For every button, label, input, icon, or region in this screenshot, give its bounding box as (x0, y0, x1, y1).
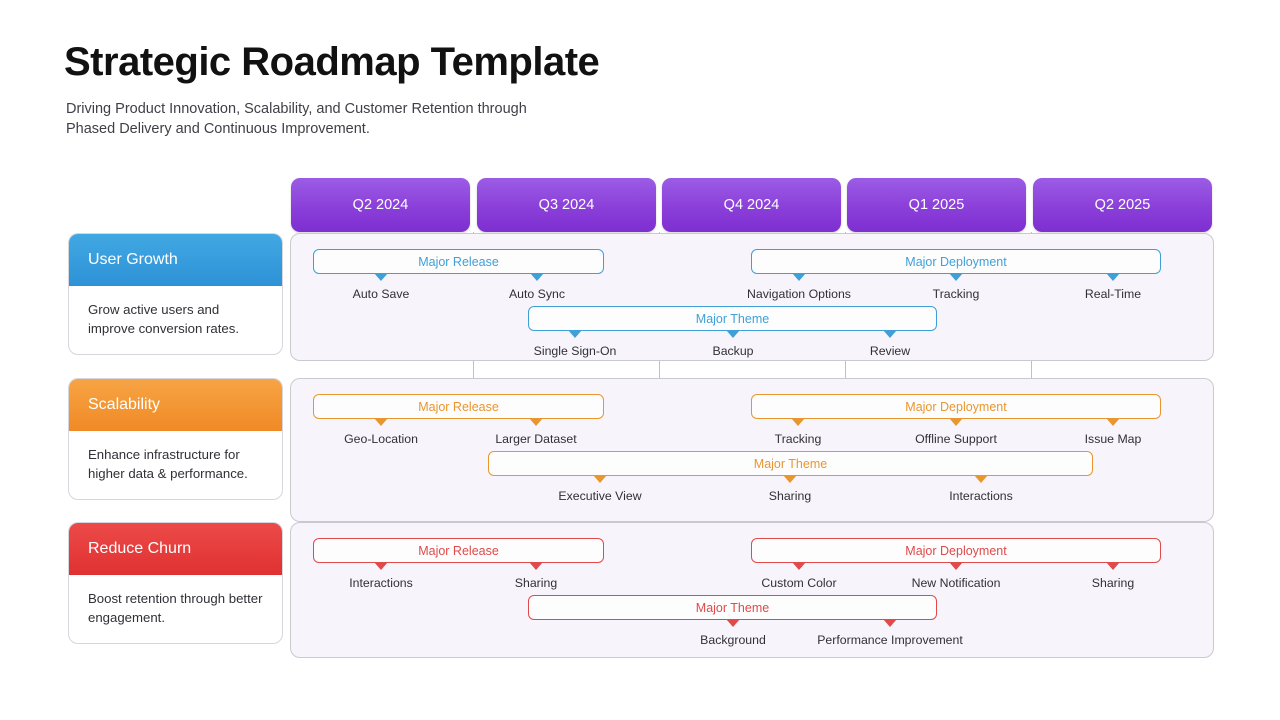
page-subtitle-line-2: Phased Delivery and Continuous Improveme… (66, 121, 370, 137)
milestone-arrow-icon (974, 475, 988, 483)
milestone-label: Real-Time (1084, 287, 1142, 301)
milestone-label: Auto Sync (508, 287, 566, 301)
category-title-scalability: Scalability (69, 379, 282, 431)
milestone-label: Tracking (932, 287, 980, 301)
milestone-arrow-icon (726, 330, 740, 338)
milestone-label: Offline Support (915, 432, 997, 446)
quarter-header-q4-2024[interactable]: Q4 2024 (662, 178, 841, 232)
category-description-reduce-churn: Boost retention through better engagemen… (88, 591, 263, 625)
milestone-label: Interactions (949, 489, 1013, 503)
milestone-bar-scalability-major-theme[interactable]: Major Theme (488, 451, 1093, 476)
page-title: Strategic Roadmap Template (64, 40, 600, 84)
category-title-reduce-churn: Reduce Churn (69, 523, 282, 575)
milestone-bar-reduce-churn-major-theme[interactable]: Major Theme (528, 595, 937, 620)
quarter-header-q2-2025[interactable]: Q2 2025 (1033, 178, 1212, 232)
milestone-arrow-icon (529, 418, 543, 426)
milestone-arrow-icon (783, 475, 797, 483)
milestone-label: Background (700, 633, 766, 647)
milestone-label: Navigation Options (747, 287, 851, 301)
milestone-label: Tracking (774, 432, 822, 446)
category-title-user-growth: User Growth (69, 234, 282, 286)
milestone-arrow-icon (883, 330, 897, 338)
milestone-arrow-icon (792, 273, 806, 281)
milestone-arrow-icon (883, 619, 897, 627)
milestone-label: Review (869, 344, 911, 358)
milestone-arrow-icon (568, 330, 582, 338)
milestone-label: Sharing (768, 489, 812, 503)
milestone-label: Executive View (558, 489, 642, 503)
milestone-label: Performance Improvement (817, 633, 963, 647)
milestone-arrow-icon (593, 475, 607, 483)
milestone-arrow-icon (1106, 273, 1120, 281)
quarter-header-q3-2024[interactable]: Q3 2024 (477, 178, 656, 232)
milestone-arrow-icon (1106, 562, 1120, 570)
milestone-arrow-icon (949, 273, 963, 281)
milestone-arrow-icon (791, 418, 805, 426)
milestone-bar-reduce-churn-major-release[interactable]: Major Release (313, 538, 604, 563)
milestone-label: Sharing (514, 576, 558, 590)
milestone-bar-reduce-churn-major-deployment[interactable]: Major Deployment (751, 538, 1161, 563)
milestone-label: Backup (712, 344, 754, 358)
milestone-arrow-icon (949, 418, 963, 426)
milestone-arrow-icon (726, 619, 740, 627)
quarter-header-q1-2025[interactable]: Q1 2025 (847, 178, 1026, 232)
milestone-label: New Notification (911, 576, 1001, 590)
page-subtitle-line-1: Driving Product Innovation, Scalability,… (66, 101, 527, 117)
page-subtitle: Driving Product Innovation, Scalability,… (66, 99, 686, 139)
milestone-arrow-icon (529, 562, 543, 570)
milestone-label: Single Sign-On (533, 344, 617, 358)
quarter-header-q2-2024[interactable]: Q2 2024 (291, 178, 470, 232)
milestone-bar-user-growth-major-deployment[interactable]: Major Deployment (751, 249, 1161, 274)
category-description-scalability: Enhance infrastructure for higher data &… (88, 447, 248, 481)
milestone-label: Larger Dataset (495, 432, 577, 446)
milestone-bar-scalability-major-release[interactable]: Major Release (313, 394, 604, 419)
milestone-arrow-icon (1106, 418, 1120, 426)
category-description-user-growth: Grow active users and improve conversion… (88, 302, 239, 336)
milestone-arrow-icon (374, 562, 388, 570)
milestone-label: Interactions (349, 576, 413, 590)
milestone-arrow-icon (792, 562, 806, 570)
milestone-label: Custom Color (761, 576, 837, 590)
milestone-label: Auto Save (352, 287, 410, 301)
milestone-bar-scalability-major-deployment[interactable]: Major Deployment (751, 394, 1161, 419)
milestone-arrow-icon (530, 273, 544, 281)
milestone-arrow-icon (374, 418, 388, 426)
milestone-bar-user-growth-major-theme[interactable]: Major Theme (528, 306, 937, 331)
milestone-bar-user-growth-major-release[interactable]: Major Release (313, 249, 604, 274)
milestone-label: Issue Map (1084, 432, 1142, 446)
milestone-arrow-icon (949, 562, 963, 570)
milestone-label: Geo-Location (344, 432, 418, 446)
milestone-arrow-icon (374, 273, 388, 281)
milestone-label: Sharing (1091, 576, 1135, 590)
